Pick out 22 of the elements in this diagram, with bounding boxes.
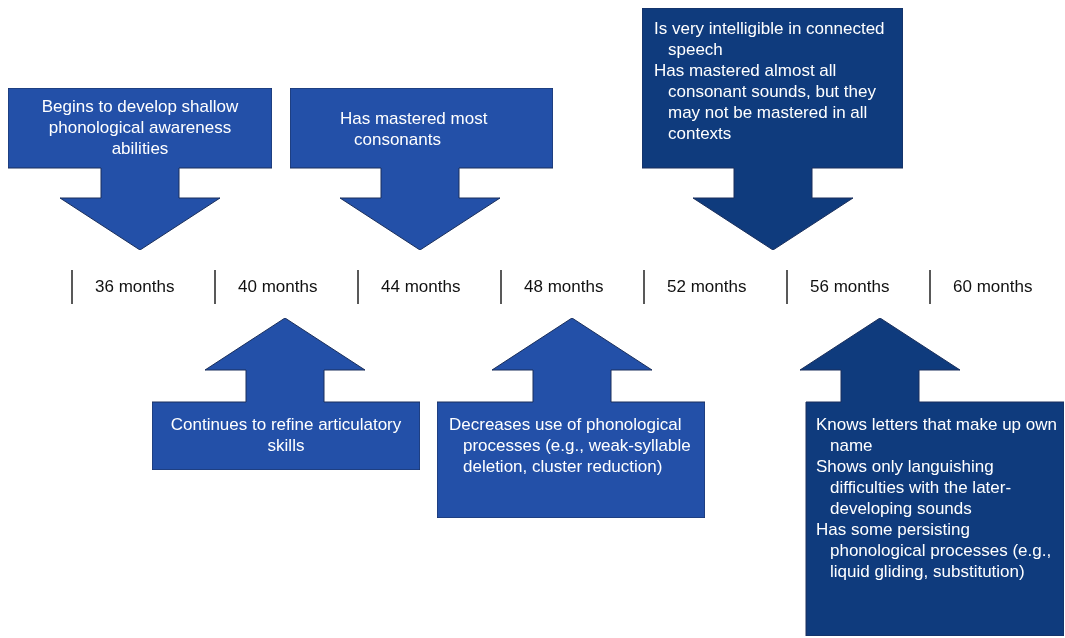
callout-text: Begins to develop shallow phonological awareness abilities (40, 96, 240, 159)
callout-arrow (437, 318, 705, 518)
callout-text: Has mastered almost all consonant sounds, but they may not be mastered in all contexts (654, 60, 877, 144)
timeline-label: 36 months (95, 276, 175, 298)
callout-arrow (290, 88, 553, 250)
callout-arrow (152, 318, 420, 470)
timeline-label: 40 months (238, 276, 318, 298)
timeline-label: 44 months (381, 276, 461, 298)
callout-text: Has some persisting phonological processes (e.g., liquid gliding, substitution) (816, 519, 1053, 582)
callout-text: Shows only languishing difficulties with the later-developing sounds (816, 456, 1013, 519)
callout-arrow (642, 8, 903, 250)
callout-text: Has mastered most consonants (340, 108, 489, 150)
timeline-label: 60 months (953, 276, 1033, 298)
timeline-label: 48 months (524, 276, 604, 298)
callout-text: Knows letters that make up own name (816, 414, 1058, 456)
callout-text: Decreases use of phonological processes (e.g., weak-syllable deletion, cluster reduction) (449, 414, 692, 477)
timeline-label: 52 months (667, 276, 747, 298)
timeline-label: 56 months (810, 276, 890, 298)
callout-text: Continues to refine articulatory skills (169, 414, 403, 456)
callout-arrow (800, 318, 1064, 636)
callout-text: Is very intelligible in connected speech (654, 18, 886, 60)
callout-arrow (8, 88, 272, 250)
